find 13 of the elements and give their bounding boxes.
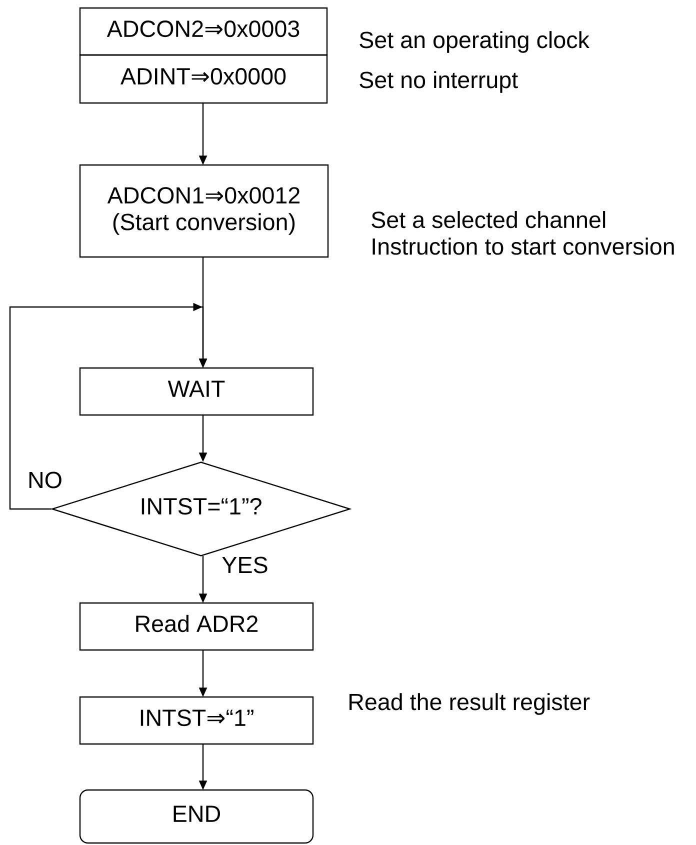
process-box: ADCON2⇒0x0003: [79, 7, 328, 56]
side-note: Set an operating clock: [360, 31, 590, 53]
side-note: Read the result register: [350, 693, 590, 715]
side-note: Set a selected channel Instruction to start conversion: [372, 211, 674, 255]
process-box: ADCON1⇒0x0012 (Start conversion): [79, 164, 329, 258]
process-box: ADINT⇒0x0000: [79, 54, 328, 104]
loop-arrow: [9, 302, 208, 510]
edge-label: YES: [222, 556, 268, 574]
side-note: Set no interrupt: [360, 71, 518, 93]
process-box: INTST⇒“1”: [79, 696, 314, 745]
process-box: WAIT: [79, 367, 314, 416]
terminal-box: END: [79, 789, 314, 844]
process-box: Read ADR2: [79, 602, 314, 651]
